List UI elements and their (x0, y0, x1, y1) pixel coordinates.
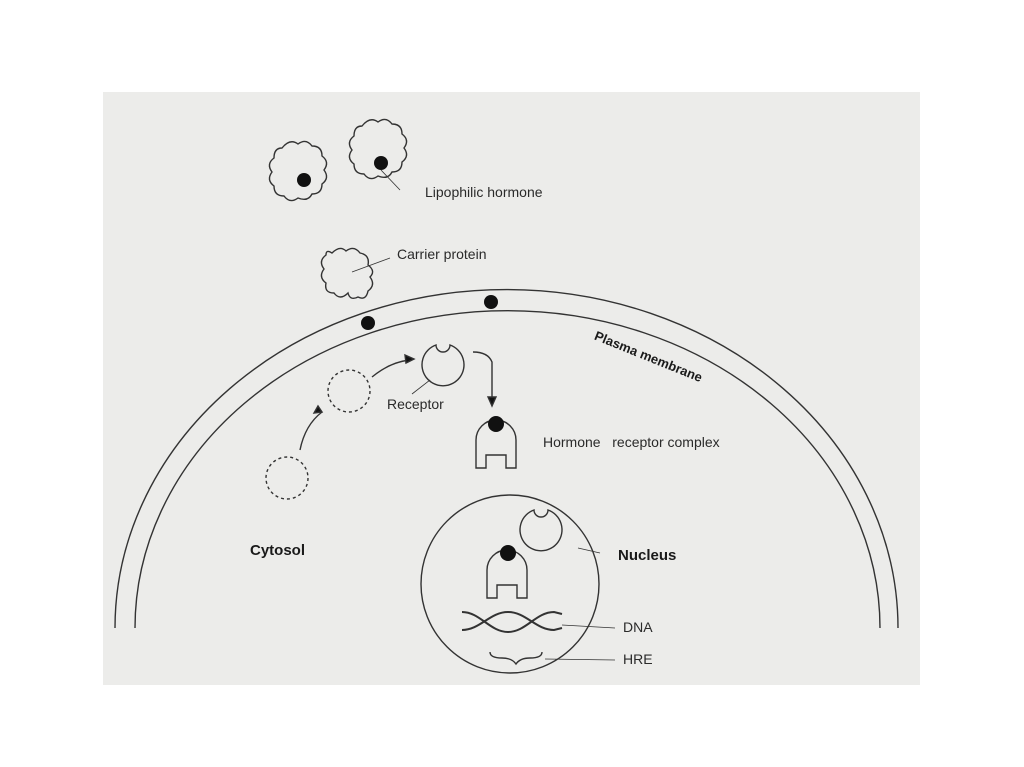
arrowhead (312, 404, 324, 414)
dna-strand (461, 610, 563, 634)
receptor-dashed (265, 456, 309, 500)
label-lipophilic-hormone: Lipophilic hormone (425, 184, 543, 200)
leader-line (351, 257, 391, 273)
label-carrier-protein: Carrier protein (397, 246, 487, 262)
leader-line (380, 169, 401, 191)
hormone-dot (500, 545, 516, 561)
nucleus (420, 494, 600, 674)
dna-strand (461, 610, 563, 632)
leader-line (561, 624, 616, 629)
label-hormone-receptor-complex: Hormone receptor complex (543, 434, 720, 450)
arrow (299, 411, 323, 451)
arrow (472, 351, 493, 398)
carrier-protein-1 (268, 140, 328, 202)
carrier-protein-free (320, 247, 374, 300)
label-dna: DNA (623, 619, 653, 635)
arrowhead (404, 353, 416, 365)
hormone-dot (484, 295, 498, 309)
plasma-membrane-outer (114, 288, 899, 629)
hormone-dot (374, 156, 388, 170)
leader-line (577, 547, 601, 554)
hormone-dot (488, 416, 504, 432)
receptor (421, 344, 465, 387)
arrow (371, 359, 411, 378)
hormone-receptor-complex (475, 419, 517, 469)
label-cytosol: Cytosol (250, 542, 306, 559)
label-nucleus: Nucleus (618, 547, 677, 564)
receptor-in-nucleus (519, 509, 563, 552)
arrowhead (486, 396, 498, 408)
leader-line (411, 379, 431, 395)
label-receptor: Receptor (387, 396, 444, 412)
receptor-dashed (327, 369, 371, 413)
carrier-protein-2 (348, 118, 408, 180)
hormone-dot (297, 173, 311, 187)
hre-bracket (489, 651, 543, 666)
plasma-membrane-inner (134, 310, 881, 629)
hormone-dot (361, 316, 375, 330)
label-hre: HRE (623, 651, 653, 667)
leader-line (544, 658, 616, 661)
